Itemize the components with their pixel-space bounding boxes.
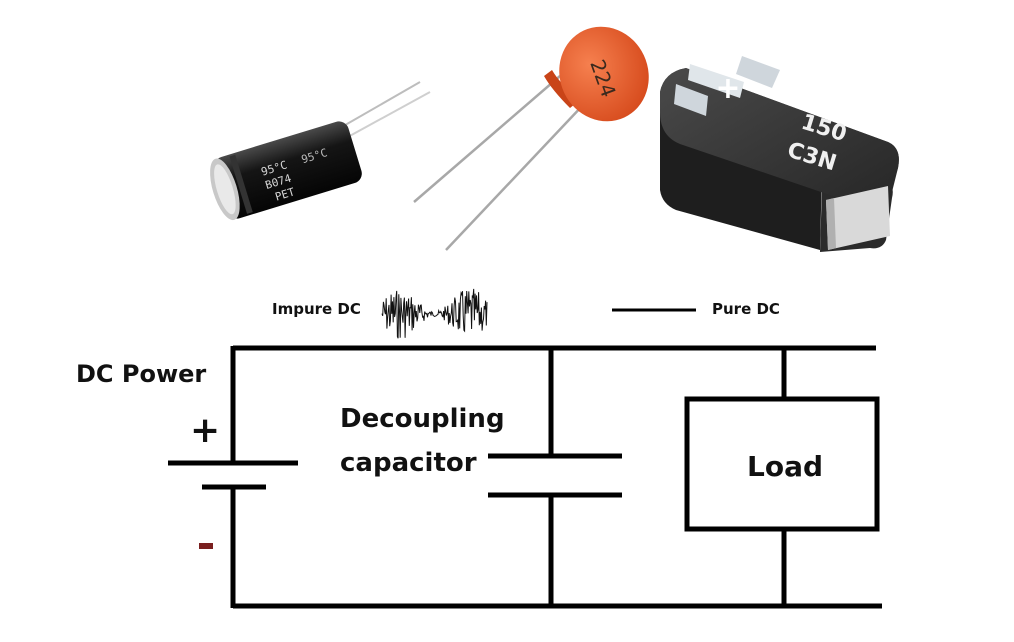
ceramic-capacitor: 224 [413,26,649,251]
minus-accent [199,543,213,549]
electrolytic-marking-c: PET [274,185,297,203]
impure-dc-label: Impure DC [272,300,361,318]
dc-power-label: DC Power [76,360,207,388]
electrolytic-capacitor: 95°C B074 PET 95°C [210,81,431,221]
decoupling-label-line1: Decoupling [340,404,505,434]
load-label: Load [747,450,824,483]
decoupling-label-line2: capacitor [340,448,477,478]
pure-dc-label: Pure DC [712,300,780,318]
plus-sign: + [190,410,221,451]
noise-waveform [381,288,488,339]
tantalum-polarity: + [715,71,740,106]
tantalum-capacitor: + 150 C3N [660,56,899,252]
circuit [168,345,882,609]
